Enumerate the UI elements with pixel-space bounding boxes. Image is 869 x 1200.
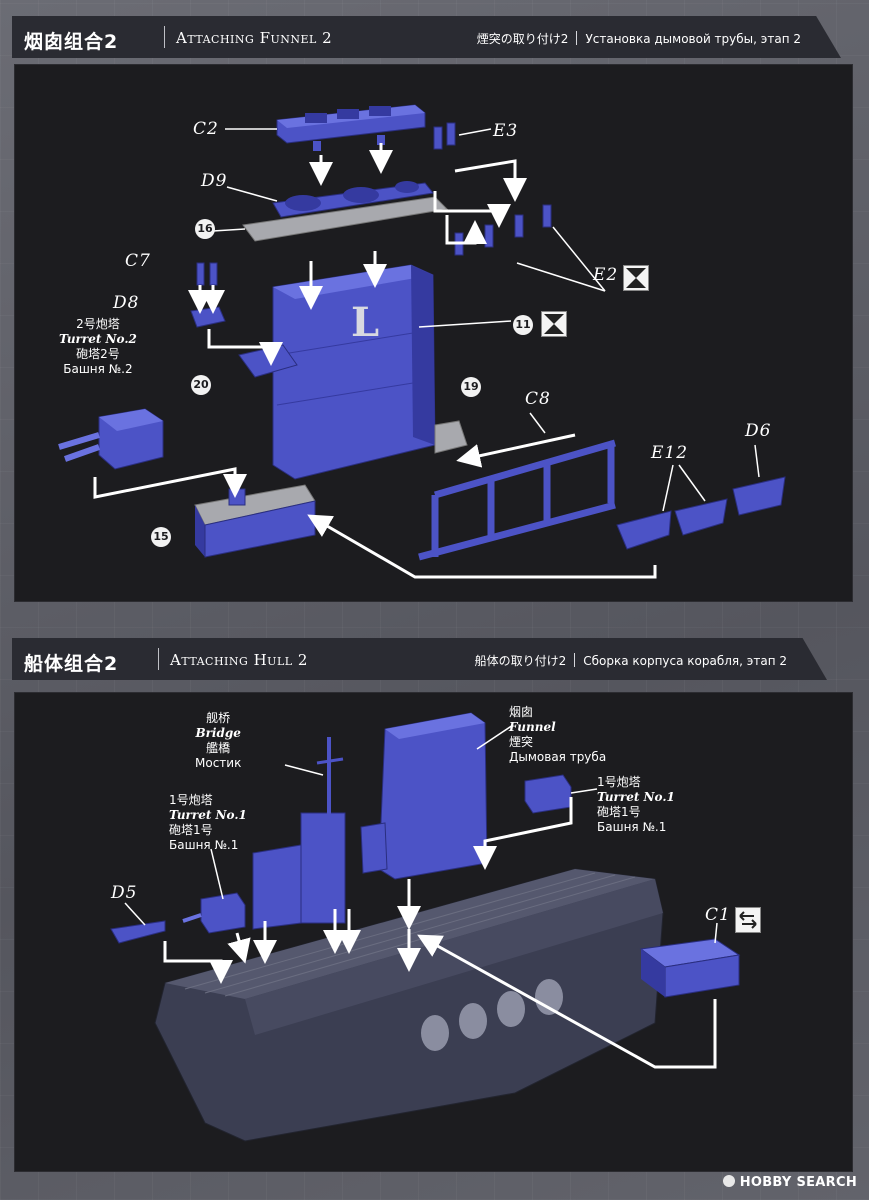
turret-no1-left-jp: 砲塔1号: [169, 823, 213, 837]
step-marker-16: 16: [195, 219, 215, 239]
turret-no2-callout: 2号炮塔 Turret No.2 砲塔2号 Башня №.2: [59, 317, 137, 377]
bridge-en: Bridge: [195, 726, 241, 740]
part-c2-funnel-cap: [276, 104, 426, 151]
turret-no1-right-jp: 砲塔1号: [597, 805, 641, 819]
turret-no1-right-cn: 1号炮塔: [597, 775, 641, 789]
logo-icon: [722, 1175, 735, 1187]
funnel-ru: Дымовая труба: [509, 750, 607, 764]
label-e3: E3: [493, 121, 519, 141]
label-c7: C7: [125, 251, 151, 271]
step-marker-20: 20: [191, 375, 211, 395]
turret-no2-cn: 2号炮塔: [76, 317, 120, 331]
turret-no1-left-callout: 1号炮塔 Turret No.1 砲塔1号 Башня №.1: [169, 793, 247, 853]
step-marker-15: 15: [151, 527, 171, 547]
label-d6: D6: [745, 421, 772, 441]
label-d9: D9: [201, 171, 228, 191]
part-e3-posts: [433, 122, 456, 150]
part-c8-rail: [418, 439, 616, 561]
header-divider: [158, 648, 159, 670]
leader-lines: [212, 128, 760, 512]
section-subtitle: 煙突の取り付け2 Установка дымовой трубы, этап 2: [477, 30, 801, 47]
section-title-cn: 烟囱组合2: [24, 31, 119, 53]
reversible-part-icon: [735, 907, 761, 933]
funnel-cn: 烟囱: [509, 705, 534, 719]
funnel-en: Funnel: [509, 720, 556, 734]
funnel-assembly-diagram: C2 E3 D9 C7 D8 E2 C8 E12 D6 L 2号炮塔 Turre…: [14, 64, 853, 602]
funnel-letter-marking: L: [351, 299, 380, 346]
cement-symbol-icon-2: [541, 311, 567, 337]
step-marker-11: 11: [513, 315, 533, 335]
hull-assembly-drawing: [110, 712, 741, 1142]
part-d6-boat: [732, 476, 786, 516]
label-d5: D5: [111, 883, 138, 903]
turret-no2-en: Turret No.2: [59, 332, 137, 346]
turret-no1-left-ru: Башня №.1: [169, 838, 239, 852]
label-c8: C8: [525, 389, 551, 409]
logo-text: HOBBY SEARCH: [739, 1175, 857, 1190]
label-c2: C2: [193, 119, 219, 139]
subtitle-ru: Установка дымовой трубы, этап 2: [585, 32, 801, 46]
section-subtitle: 船体の取り付け2 Сборка корпуса корабля, этап 2: [475, 652, 787, 669]
label-d8: D8: [113, 293, 140, 313]
turret-no1-left-en: Turret No.1: [169, 808, 247, 822]
label-c1: C1: [705, 905, 731, 925]
turret-no2-jp: 砲塔2号: [76, 347, 120, 361]
turret-no1-left-drawing: [182, 892, 246, 934]
part-d8: [190, 306, 226, 328]
subtitle-ru: Сборка корпуса корабля, этап 2: [583, 654, 787, 668]
bridge-drawing: [252, 737, 346, 930]
funnel-callout: 烟囱 Funnel 煙突 Дымовая труба: [509, 705, 606, 765]
section-header-hull: 船体组合2 Attaching Hull 2 船体の取り付け2 Сборка ко…: [12, 638, 827, 680]
bridge-ru: Мостик: [195, 756, 242, 770]
turret-no1-right-en: Turret No.1: [597, 790, 675, 804]
funnel-assembly-drawing: [58, 104, 786, 579]
turret-no1-right-callout: 1号炮塔 Turret No.1 砲塔1号 Башня №.1: [597, 775, 675, 835]
label-e12: E12: [651, 443, 689, 463]
bridge-callout: 舰桥 Bridge 艦橋 Мостик: [195, 711, 241, 771]
part-d9-funnel-base: [242, 181, 449, 242]
section-header-funnel: 烟囱组合2 Attaching Funnel 2 煙突の取り付け2 Установ…: [12, 16, 841, 58]
funnel-drawing: [360, 712, 488, 880]
label-e2: E2: [593, 265, 619, 285]
subtitle-divider: [576, 31, 578, 45]
section-title-en: Attaching Funnel 2: [176, 29, 333, 47]
part-e12-boats: [616, 498, 728, 550]
assembly-arrows: [93, 143, 657, 579]
subtitle-divider: [574, 653, 576, 667]
hull-assembly-diagram: 舰桥 Bridge 艦橋 Мостик 烟囱 Funnel 煙突 Дымовая…: [14, 692, 853, 1172]
part-d5: [110, 920, 166, 944]
step-marker-19: 19: [461, 377, 481, 397]
section-title-en: Attaching Hull 2: [170, 651, 308, 669]
hobby-search-logo: HOBBY SEARCH: [722, 1175, 857, 1190]
funnel-jp: 煙突: [509, 735, 534, 749]
turret-no2-drawing: [58, 408, 164, 470]
turret-no2-ru: Башня №.2: [63, 362, 133, 376]
subtitle-jp: 船体の取り付け2: [474, 654, 567, 668]
part-11-funnel-body: [272, 264, 436, 480]
cement-symbol-icon: [623, 265, 649, 291]
turret-no1-left-cn: 1号炮塔: [169, 793, 213, 807]
part-15-base: [194, 484, 316, 558]
assembly-arrows: [163, 797, 717, 1069]
turret-no1-right-drawing: [524, 774, 572, 814]
turret-no1-right-ru: Башня №.1: [597, 820, 667, 834]
section-title-cn: 船体组合2: [24, 653, 119, 675]
bridge-cn: 舰桥: [206, 711, 231, 725]
part-c1: [639, 938, 741, 998]
part-c7-posts: [196, 262, 218, 286]
header-divider: [164, 26, 165, 48]
bridge-jp: 艦橋: [206, 741, 231, 755]
subtitle-jp: 煙突の取り付け2: [476, 32, 569, 46]
part-19-plate: [434, 420, 468, 454]
leader-lines: [124, 724, 718, 944]
